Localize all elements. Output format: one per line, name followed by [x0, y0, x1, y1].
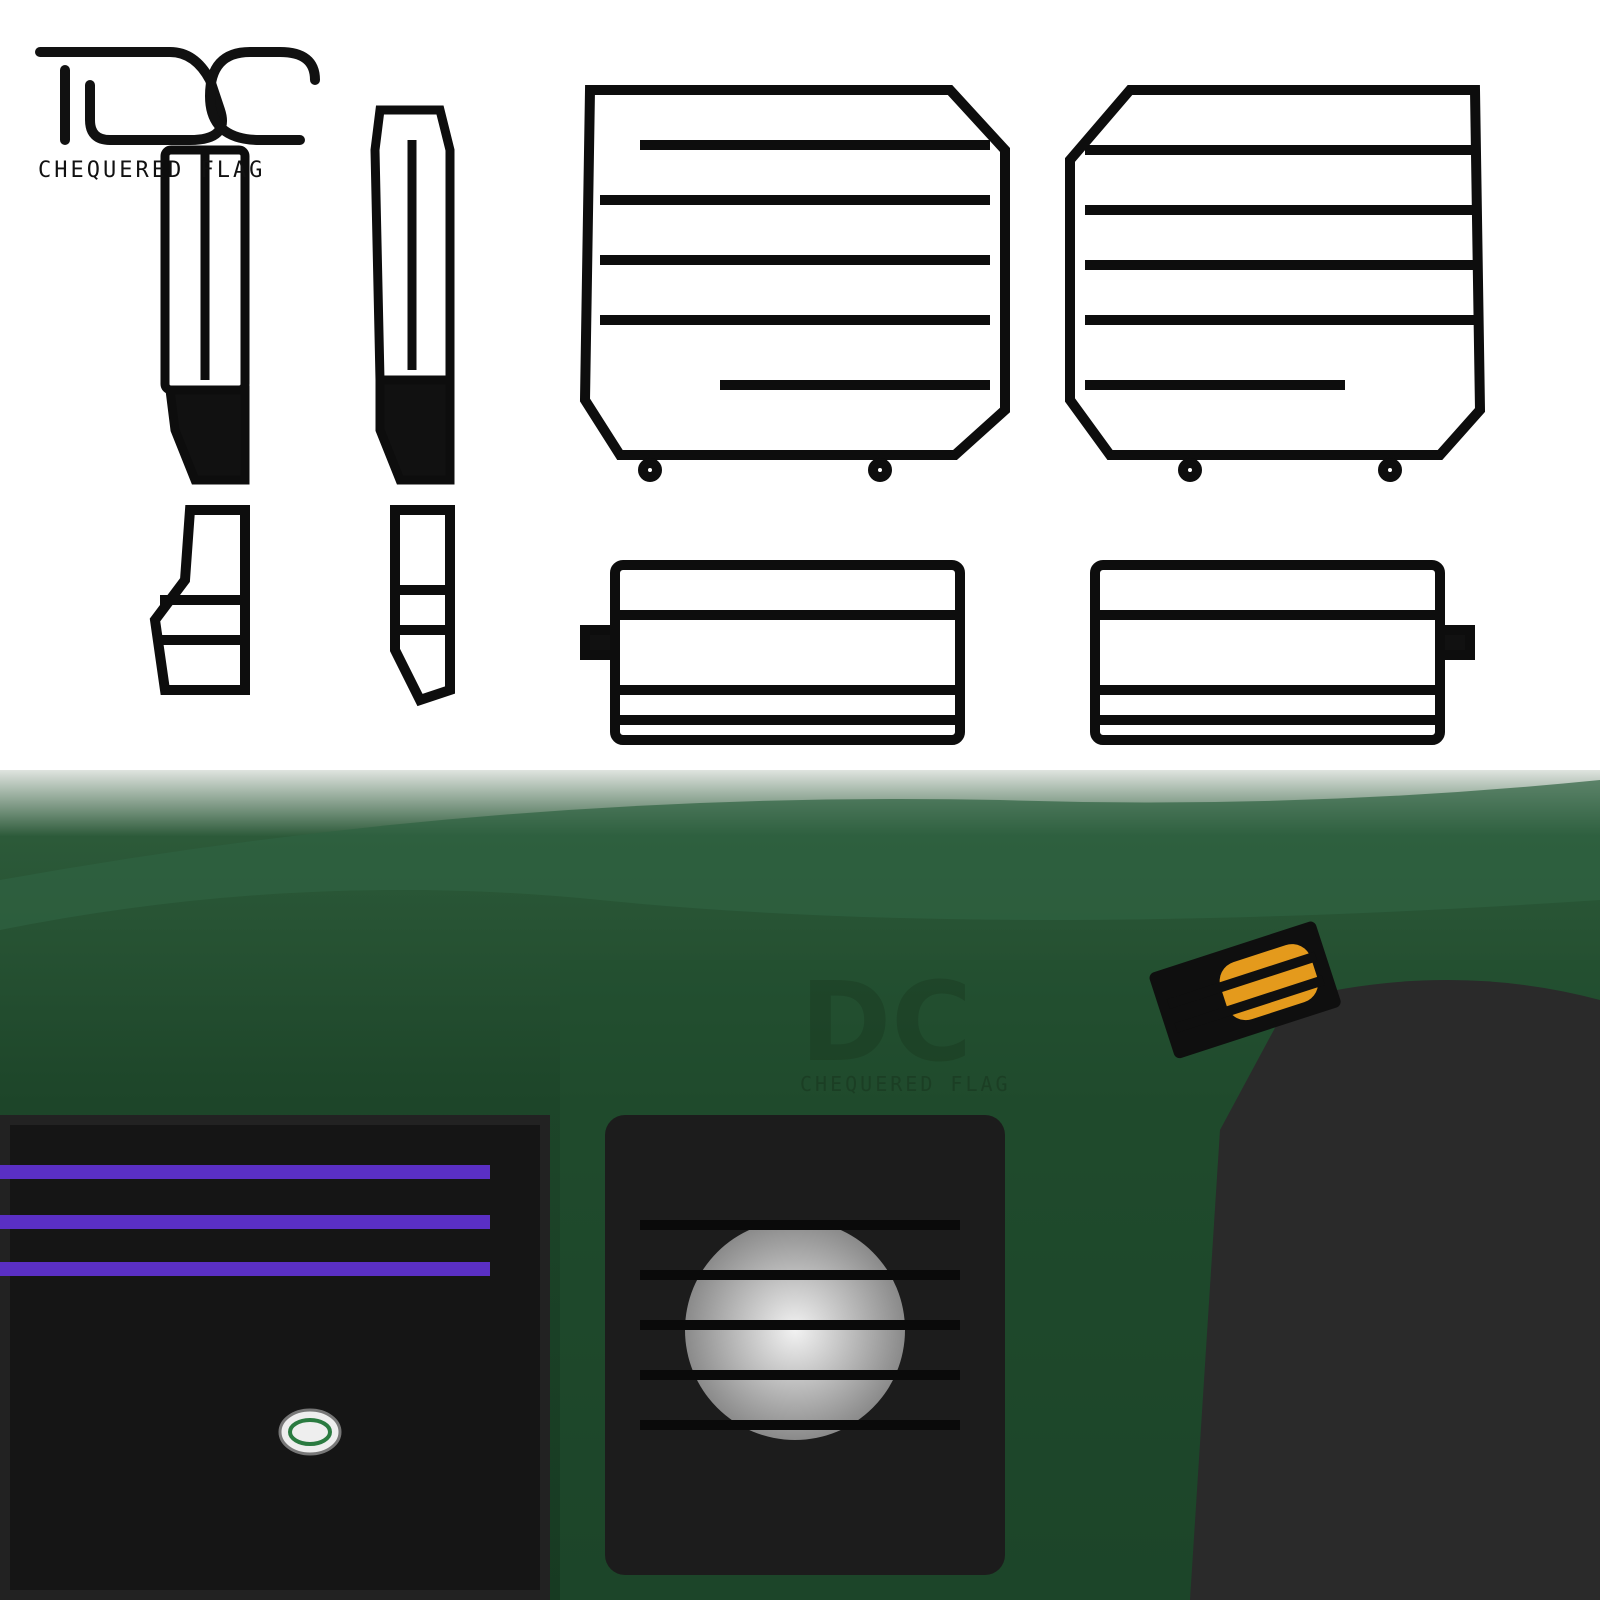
brand-logo	[35, 47, 320, 145]
watermark-tagline: CHEQUERED FLAG	[800, 1072, 1011, 1096]
watermark-logo: DC	[800, 958, 972, 1086]
headlight-guard-right	[1065, 85, 1486, 482]
fender-flare	[1190, 980, 1600, 1600]
badge	[278, 1408, 342, 1456]
front-grille	[0, 1115, 550, 1600]
brand-tagline: CHEQUERED FLAG	[38, 158, 266, 183]
indicator-guard-right	[1090, 560, 1475, 745]
small-grille-right	[390, 505, 455, 707]
narrow-grille-left	[160, 145, 250, 485]
small-grille-left	[149, 505, 250, 695]
headlight-guard-left	[579, 85, 1010, 482]
indicator-light	[1149, 921, 1341, 1059]
narrow-grille-right	[370, 105, 455, 485]
headlight	[605, 1115, 1005, 1575]
indicator-guard-left	[580, 560, 965, 745]
